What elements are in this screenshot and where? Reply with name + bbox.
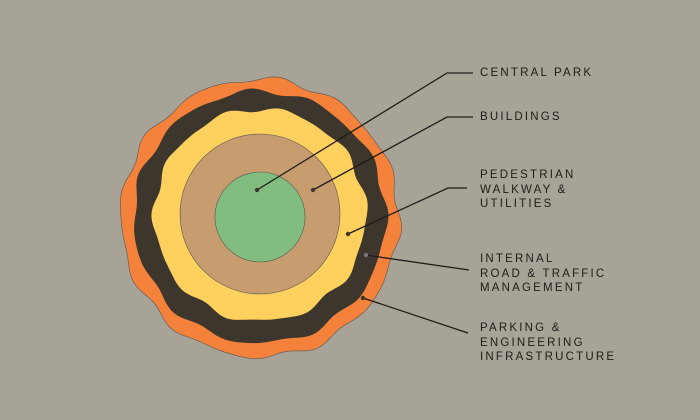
label-line: UTILITIES [480, 198, 554, 210]
leader-internal-road [365, 254, 470, 271]
marker-pedestrian [345, 231, 351, 237]
label-line: ROAD & TRAFFIC [480, 267, 607, 280]
leader-pedestrian [347, 187, 467, 235]
label-line: INFRASTRUCTURE [480, 351, 617, 363]
marker-central-park [254, 187, 260, 193]
label-line: WALKWAY & [480, 183, 568, 196]
leader-central-park [256, 72, 473, 191]
marker-parking [360, 295, 366, 301]
leader-parking [362, 297, 469, 334]
marker-buildings [310, 187, 316, 193]
ring-central-park [214, 171, 306, 263]
label-parking-engineering: PARKING & ENGINEERING INFRASTRUCTURE [480, 321, 616, 365]
label-line: PEDESTRIAN [480, 169, 576, 181]
label-line: ENGINEERING [480, 336, 585, 349]
leader-buildings [312, 116, 473, 191]
label-line: INTERNAL [480, 253, 555, 265]
label-pedestrian-walkway: PEDESTRIAN WALKWAY & UTILITIES [480, 168, 576, 212]
label-central-park: CENTRAL PARK [480, 67, 594, 79]
label-line: MANAGEMENT [480, 282, 585, 294]
label-internal-road: INTERNAL ROAD & TRAFFIC MANAGEMENT [480, 252, 606, 296]
label-line: PARKING & [480, 322, 562, 334]
label-buildings: BUILDINGS [480, 111, 562, 123]
marker-internal-road [363, 252, 369, 258]
